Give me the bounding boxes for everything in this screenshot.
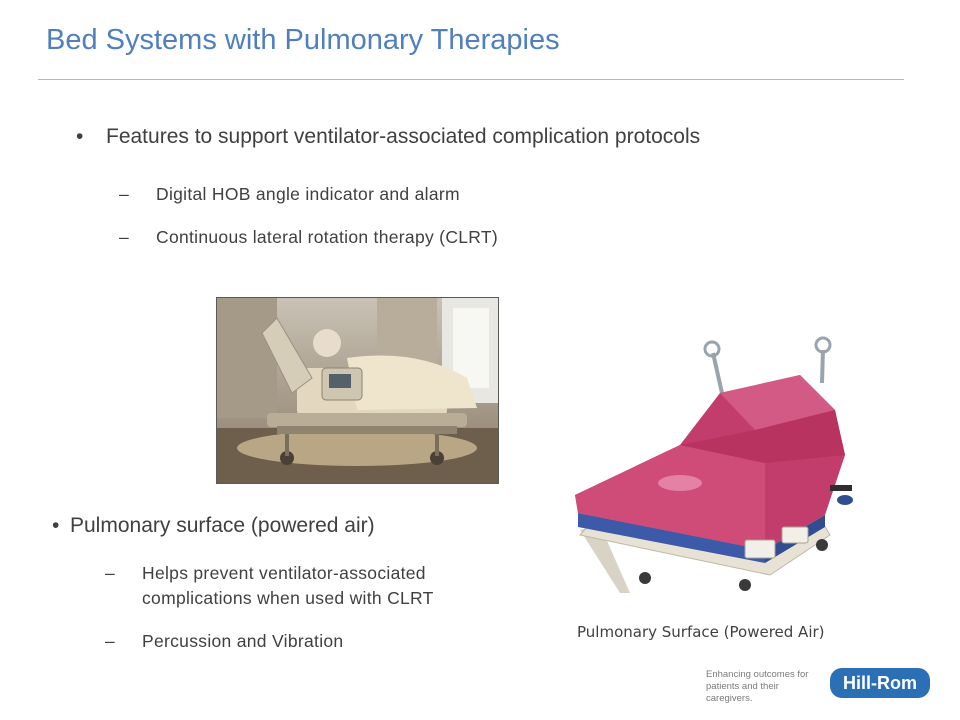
patient-in-bed-photo xyxy=(216,297,499,484)
title-divider xyxy=(38,79,904,80)
image-caption: Pulmonary Surface (Powered Air) xyxy=(577,623,825,641)
dash-marker: – xyxy=(119,184,130,204)
pulmonary-surface-bed-photo xyxy=(560,335,870,605)
bullet-text: Features to support ventilator-associate… xyxy=(106,125,701,148)
subitem-text: Percussion and Vibration xyxy=(142,631,344,651)
hill-rom-logo: Hill-Rom xyxy=(830,668,930,698)
tagline-line2: patients and their caregivers. xyxy=(706,681,779,704)
footer-tagline: Enhancing outcomes for patients and thei… xyxy=(706,669,826,705)
bullet-marker: • xyxy=(52,514,60,537)
subitem-text: Digital HOB angle indicator and alarm xyxy=(156,184,460,204)
subitem-text-line2: complications when used with CLRT xyxy=(142,588,434,608)
subitem-text-line1: Helps prevent ventilator-associated xyxy=(142,563,426,583)
dash-marker: – xyxy=(105,563,116,583)
dash-marker: – xyxy=(105,631,116,651)
subitem-text: Continuous lateral rotation therapy (CLR… xyxy=(156,227,499,247)
slide-title: Bed Systems with Pulmonary Therapies xyxy=(46,24,560,56)
dash-marker: – xyxy=(119,227,130,247)
tagline-line1: Enhancing outcomes for xyxy=(706,669,809,680)
bullet-text: Pulmonary surface (powered air) xyxy=(70,514,375,537)
bullet-marker: • xyxy=(76,125,84,148)
